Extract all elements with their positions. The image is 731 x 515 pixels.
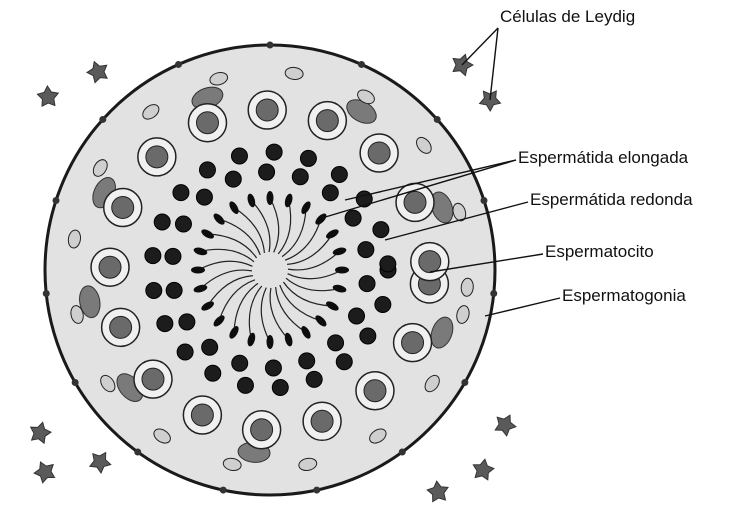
round-spermatid (165, 248, 181, 264)
label-spermatocyte: Espermatocito (545, 242, 654, 262)
spermatocyte-nucleus (316, 110, 338, 132)
round-spermatid (179, 314, 195, 330)
myoid-cell (220, 487, 227, 494)
label-spermatogonia: Espermatogonia (562, 286, 686, 306)
round-spermatid (145, 248, 161, 264)
round-spermatid (225, 171, 241, 187)
myoid-cell (99, 116, 106, 123)
leydig-cell-icon (34, 462, 54, 483)
myoid-cell (175, 61, 182, 68)
spermatocyte-nucleus (368, 142, 390, 164)
round-spermatid (345, 210, 361, 226)
spermatocyte-nucleus (256, 99, 278, 121)
spermatocyte-nucleus (404, 191, 426, 213)
spermatocyte-nucleus (402, 332, 424, 354)
round-spermatid (336, 354, 352, 370)
round-spermatid (177, 344, 193, 360)
round-spermatid (356, 191, 372, 207)
elongated-spermatid (267, 335, 274, 349)
round-spermatid (292, 169, 308, 185)
myoid-cell (267, 42, 274, 49)
spermatocyte-nucleus (110, 316, 132, 338)
spermatocyte-nucleus (251, 419, 273, 441)
round-spermatid (272, 380, 288, 396)
round-spermatid (359, 276, 375, 292)
label-round-spermatid: Espermátida redonda (530, 190, 693, 210)
myoid-cell (434, 116, 441, 123)
spermatocyte-nucleus (191, 404, 213, 426)
round-spermatid (232, 355, 248, 371)
round-spermatid (202, 339, 218, 355)
leydig-cell-icon (31, 422, 51, 443)
round-spermatid (375, 296, 391, 312)
round-spermatid (199, 162, 215, 178)
round-spermatid (205, 365, 221, 381)
spermatocyte-nucleus (311, 410, 333, 432)
myoid-cell (358, 61, 365, 68)
leydig-cell-icon (90, 453, 111, 473)
myoid-cell (134, 449, 141, 456)
elongated-spermatid (191, 267, 205, 274)
round-spermatid (266, 144, 282, 160)
label-leydig-cells: Células de Leydig (500, 7, 635, 27)
myoid-cell (490, 290, 497, 297)
round-spermatid (299, 353, 315, 369)
myoid-cell (53, 197, 60, 204)
leydig-cell-icon (37, 86, 58, 106)
round-spermatid (166, 282, 182, 298)
spermatocyte-nucleus (142, 368, 164, 390)
round-spermatid (259, 164, 275, 180)
myoid-cell (461, 379, 468, 386)
leader-line-leydig (490, 28, 498, 100)
elongated-spermatid (335, 267, 349, 274)
myoid-cell (399, 449, 406, 456)
leydig-cell-icon (473, 459, 494, 480)
spermatocyte-nucleus (112, 196, 134, 218)
round-spermatid (373, 222, 389, 238)
spermatocyte-nucleus (99, 256, 121, 278)
leader-line-spermatogonia (485, 298, 560, 316)
round-spermatid (237, 377, 253, 393)
round-spermatid (360, 328, 376, 344)
round-spermatid (349, 308, 365, 324)
elongated-spermatid (267, 191, 274, 205)
round-spermatid (231, 148, 247, 164)
spermatocyte-nucleus (364, 380, 386, 402)
round-spermatid (306, 371, 322, 387)
myoid-cell (43, 290, 50, 297)
round-spermatid (265, 360, 281, 376)
round-spermatid (175, 216, 191, 232)
leydig-cell-icon (495, 415, 516, 436)
leydig-cell-icon (427, 481, 448, 502)
myoid-cell (72, 379, 79, 386)
spermatocyte-nucleus (419, 251, 441, 273)
myoid-cell (313, 487, 320, 494)
round-spermatid (380, 256, 396, 272)
round-spermatid (300, 150, 316, 166)
round-spermatid (196, 189, 212, 205)
round-spermatid (322, 185, 338, 201)
leydig-cell-icon (87, 62, 107, 83)
round-spermatid (146, 282, 162, 298)
spermatocyte-nucleus (196, 112, 218, 134)
round-spermatid (157, 316, 173, 332)
leader-line-leydig (462, 28, 498, 65)
myoid-cell (480, 197, 487, 204)
round-spermatid (328, 335, 344, 351)
round-spermatid (173, 185, 189, 201)
round-spermatid (154, 214, 170, 230)
label-elongated-spermatid: Espermátida elongada (518, 148, 688, 168)
round-spermatid (358, 242, 374, 258)
spermatocyte-nucleus (146, 146, 168, 168)
round-spermatid (331, 167, 347, 183)
